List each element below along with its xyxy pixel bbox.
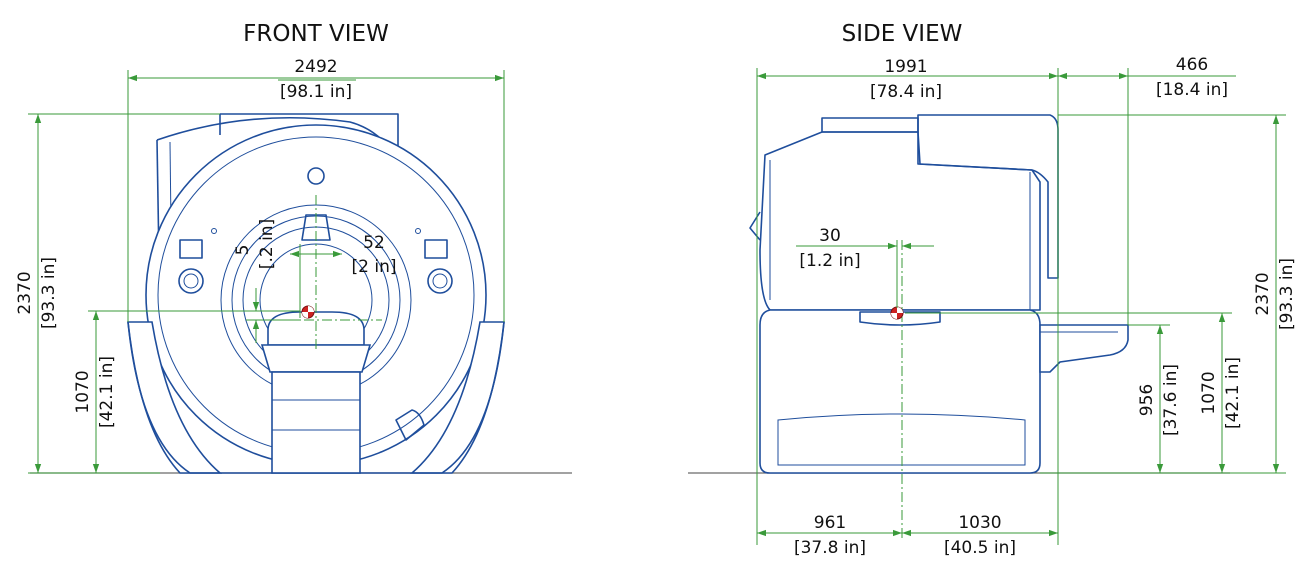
side-iso-mm: 1070 [1199,371,1219,414]
front-offset-h-mm: 52 [363,233,385,253]
front-iso-mm: 1070 [73,370,93,413]
side-base [759,309,1041,474]
side-base-skirt [777,413,1026,466]
side-iso-in: [42.1 in] [1223,357,1243,429]
side-isocenter-marker [890,306,904,320]
side-table-in: [37.6 in] [1161,364,1181,436]
side-table-mm: 956 [1137,384,1157,416]
front-height-mm: 2370 [15,271,35,314]
side-height-mm: 2370 [1253,272,1273,315]
side-ext-in: [18.4 in] [1156,80,1228,100]
front-view: FRONT VIEW [15,21,572,474]
side-offset-in: [1.2 in] [799,251,860,271]
front-top-notch [301,214,331,241]
side-table-extension [1039,324,1129,373]
front-top-port [307,167,325,185]
front-lower-feature [395,409,425,441]
side-offset-mm: 30 [819,226,841,246]
side-height-in: [93.3 in] [1277,258,1297,330]
front-knob-left-inner [183,273,199,289]
front-offset-v-mm: 5 [233,245,253,256]
front-panel-left [179,239,203,259]
front-hole-left [211,228,217,234]
side-view: SIDE VIEW [688,21,1297,558]
side-main-body [759,131,1041,311]
front-hole-right [415,228,421,234]
front-height-in: [93.3 in] [39,257,59,329]
side-top-box [821,117,919,133]
front-iso-in: [42.1 in] [97,356,117,428]
side-gantry [749,114,1129,474]
side-ext-mm: 466 [1176,55,1208,75]
side-rear-in: [37.8 in] [794,538,866,558]
front-view-title: FRONT VIEW [243,21,389,47]
front-isocenter-marker [301,305,315,319]
front-offset-v-in: [.2 in] [257,219,277,269]
front-knob-right-inner [432,273,448,289]
side-front-in: [40.5 in] [944,538,1016,558]
front-width-in: [98.1 in] [280,82,352,102]
side-front-mm: 1030 [958,513,1001,533]
front-table-pedestal [271,371,361,474]
side-length-in: [78.4 in] [870,82,942,102]
front-offset-h-in: [2 in] [352,257,397,277]
side-base-slot [859,311,941,326]
side-rear-mm: 961 [814,513,846,533]
side-view-title: SIDE VIEW [842,21,963,47]
side-length-mm: 1991 [884,57,927,77]
front-panel-right [424,239,448,259]
side-front-bump [749,211,761,241]
side-top-housing [917,114,1059,279]
front-knob-right-outer [427,268,453,294]
front-knob-left-outer [178,268,204,294]
front-width-mm: 2492 [294,57,337,77]
front-table-cradle [260,344,372,373]
